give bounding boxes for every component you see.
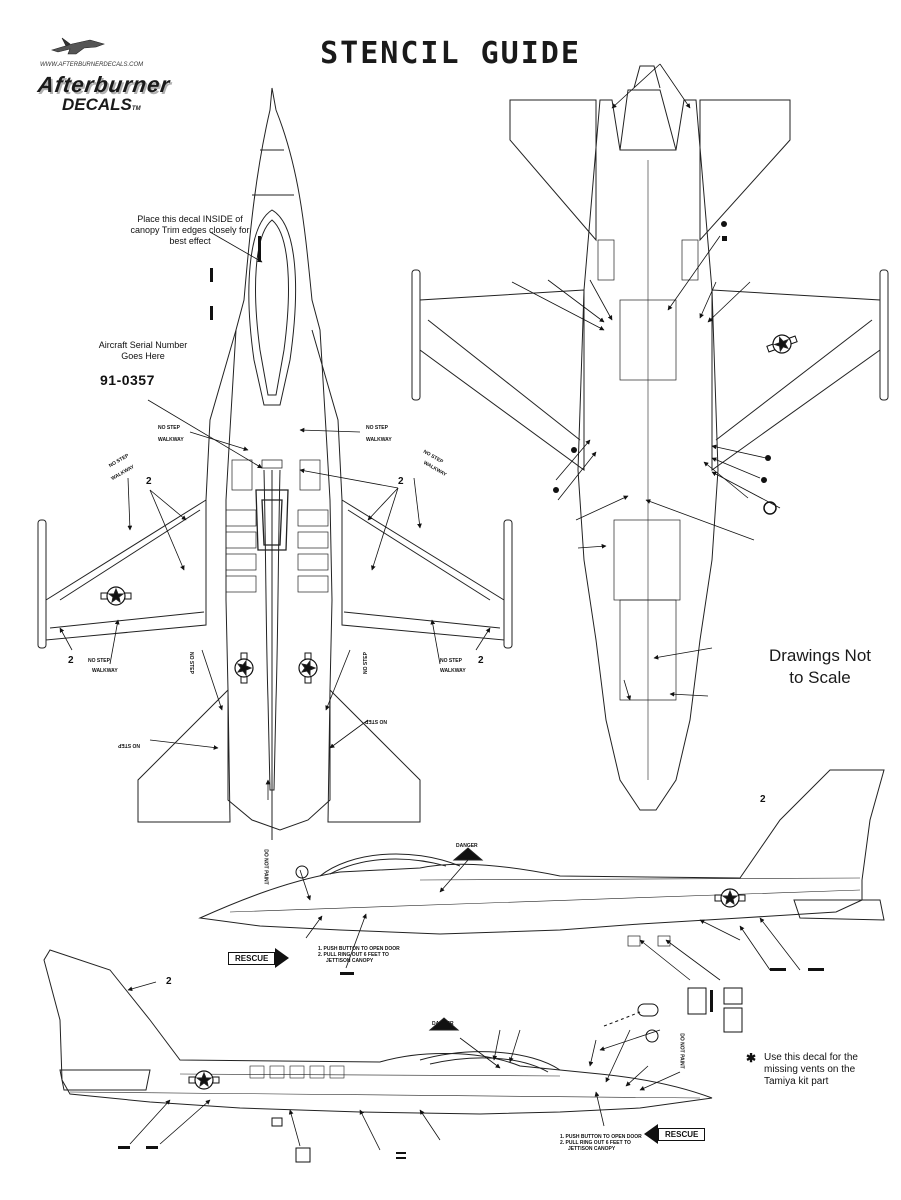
logo-sub: DECALSTM [62,95,141,115]
do-not-paint-label: DO NOT PAINT [262,849,269,885]
do-not-paint-label: DO NOT PAINT [678,1033,685,1069]
rescue-arrow-right: RESCUE [228,948,290,968]
danger-label: DANGER [432,1021,454,1027]
no-step-label: NO STEP [365,718,387,724]
logo-tm: TM [131,106,141,112]
canopy-instructions-upper: 1. PUSH BUTTON TO OPEN DOOR 2. PULL RING… [318,946,400,964]
not-to-scale-note: Drawings Not to Scale [768,646,872,687]
no-step-label: NO STEP [366,425,388,431]
no-step-label: NO STEP [118,742,140,748]
walkway-label: WALKWAY [366,437,392,443]
tamiya-vent-note: ✱ Use this decal for the missing vents o… [746,1051,888,1088]
walkway-label: WALKWAY [440,668,466,674]
danger-label: DANGER [456,843,478,849]
bottom-view-aircraft [411,65,889,811]
count-label: 2 [68,655,74,666]
no-step-label: NO STEP [88,658,110,664]
count-label: 2 [146,476,152,487]
rescue-label: RESCUE [658,1127,706,1141]
rescue-arrow-left: RESCUE [644,1124,706,1144]
serial-number: 91-0357 [100,372,155,388]
count-label: 2 [760,794,766,805]
walkway-label: WALKWAY [158,437,184,443]
no-step-label: NO STEP [158,425,180,431]
no-step-label: NO STEP [440,658,462,664]
arrow-left-icon [644,1124,658,1144]
logo-sub-text: DECALS [62,95,132,114]
count-label: 2 [478,655,484,666]
page-title: STENCIL GUIDE [320,36,581,71]
canopy-instructions-lower: 1. PUSH BUTTON TO OPEN DOOR 2. PULL RING… [560,1134,642,1152]
side-view-lower [43,949,713,1115]
walkway-label: WALKWAY [92,668,118,674]
logo-url: WWW.AFTERBURNERDECALS.COM [40,62,144,68]
count-label: 2 [166,976,172,987]
star-marker-icon: ✱ [746,1051,757,1065]
tamiya-note-text: Use this decal for the missing vents on … [764,1052,858,1087]
rescue-label: RESCUE [228,951,276,965]
no-step-label: NO STEP [187,652,194,674]
canopy-decal-note: Place this decal INSIDE of canopy Trim e… [130,214,250,246]
walkway-label: WALKWAY [422,459,448,479]
arrow-right-icon [275,948,290,968]
side-view-upper [198,769,885,947]
count-label: 2 [398,476,404,487]
serial-heading: Aircraft Serial Number Goes Here [98,340,188,361]
no-step-label: NO STEP [362,652,369,674]
